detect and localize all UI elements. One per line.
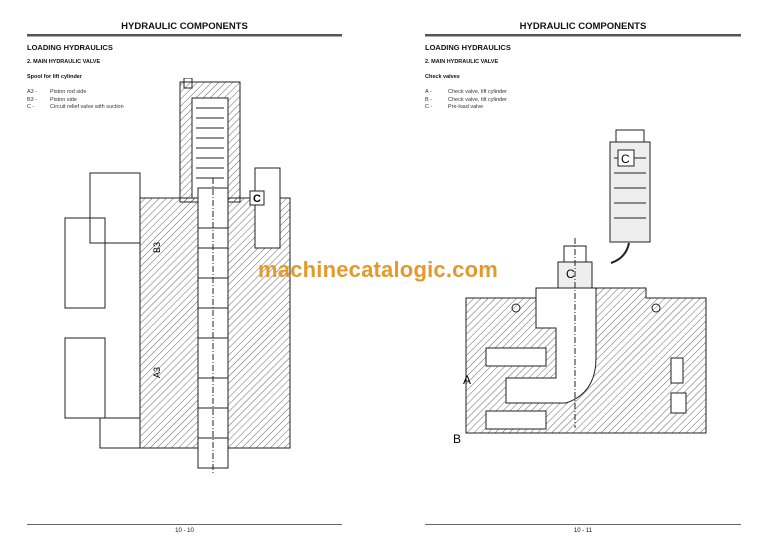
spool-valve-drawing: C B3 A3 [64, 78, 291, 473]
page-number: 10 - 10 [175, 528, 194, 534]
label-a: A [463, 373, 471, 387]
legend-key: B - [425, 96, 433, 103]
legend-key: C - [425, 104, 433, 110]
page-header: HYDRAULIC COMPONENTS [121, 21, 248, 32]
footer-rule [27, 524, 342, 525]
legend-text: Check valve, tilt cylinder [448, 96, 507, 103]
subsection-title: 2. MAIN HYDRAULIC VALVE [27, 59, 101, 65]
legend-text: Check valve, lift cylinder [448, 89, 507, 95]
legend-text: Circuit relief valve with suction [50, 104, 124, 110]
section-title: LOADING HYDRAULICS [27, 43, 113, 52]
figure-caption: Check valves [425, 74, 460, 80]
label-b3: B3 [152, 242, 162, 253]
legend-text: Piston side [50, 96, 77, 103]
right-page: HYDRAULIC COMPONENTS LOADING HYDRAULICS … [384, 0, 768, 543]
check-valves-drawing: C C A B [453, 129, 707, 446]
left-page: HYDRAULIC COMPONENTS LOADING HYDRAULICS … [27, 21, 342, 534]
legend-key: A3 - [27, 89, 38, 95]
watermark: machinecatalogic.com [258, 257, 498, 282]
label-c: C [253, 193, 261, 205]
legend-item: A - Check valve, lift cylinder [425, 89, 507, 97]
section-title: LOADING HYDRAULICS [425, 43, 511, 52]
legend-list: A3 -Piston rod side B3 -Piston side C -C… [27, 89, 124, 112]
legend-item: C - Pre-load valve [425, 104, 507, 112]
label-c-mid: C [566, 267, 575, 281]
footer-rule [425, 524, 741, 525]
header-rule [27, 34, 342, 37]
page-header: HYDRAULIC COMPONENTS [519, 21, 647, 32]
page-number: 10 - 11 [573, 528, 593, 534]
legend-text: Pre-load valve [448, 104, 484, 110]
legend-key: A - [425, 89, 432, 95]
legend-key: B3 - [27, 96, 38, 103]
legend-list: A - Check valve, lift cylinder B - Check v… [425, 89, 507, 112]
legend-key: C - [27, 104, 35, 110]
legend-item: C - Circuit relief valve with suction [27, 104, 124, 112]
subsection-title: 2. MAIN HYDRAULIC VALVE [425, 59, 499, 65]
legend-text: Piston rod side [50, 89, 87, 95]
legend-item: A3 - Piston rod side [27, 89, 124, 97]
legend-item: B - Check valve, tilt cylinder [425, 97, 507, 105]
figure-caption: Spool for lift cylinder [27, 74, 83, 80]
header-rule [425, 34, 741, 37]
label-c-top: C [621, 152, 630, 166]
legend-item: B3 - Piston side [27, 97, 124, 105]
label-a3: A3 [152, 367, 162, 378]
label-b: B [453, 432, 461, 446]
